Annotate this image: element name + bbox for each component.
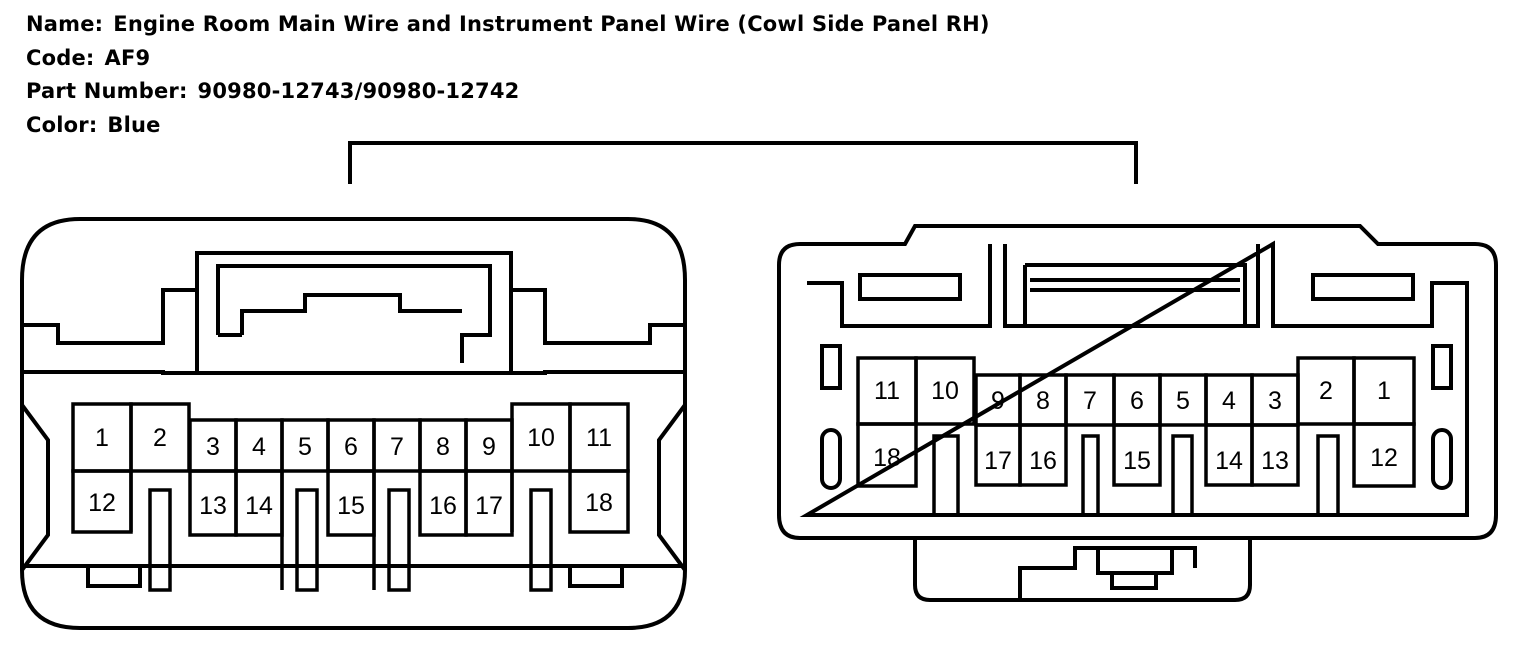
right-pin-cells (856, 356, 1416, 517)
left-ledge-left (22, 288, 197, 345)
left-side-slot-left (20, 403, 50, 572)
left-pin-label: 8 (436, 433, 450, 461)
left-pin-label: 7 (390, 433, 404, 461)
left-pin-label: 5 (298, 433, 312, 461)
right-side-slot-right (1431, 344, 1453, 390)
color-row: Color: Blue (26, 109, 990, 143)
right-pin-label: 11 (874, 377, 900, 405)
right-pin-label: 6 (1130, 387, 1144, 415)
right-pin-label: 10 (931, 377, 959, 405)
right-inner-frame (799, 240, 1469, 517)
right-pin-label: 2 (1319, 377, 1333, 405)
right-latch-bar (1023, 263, 1247, 326)
left-pin-label: 1 (95, 424, 109, 452)
right-window-left (858, 273, 962, 301)
left-pin-label: 3 (206, 433, 220, 461)
right-pin-label: 9 (991, 387, 1005, 415)
left-pin-label: 9 (482, 433, 496, 461)
right-pin-label: 7 (1083, 387, 1097, 415)
left-cavity (22, 370, 685, 375)
right-connector-outline (777, 224, 1498, 540)
code-row: Code: AF9 (26, 42, 990, 76)
left-pin-label: 14 (245, 492, 273, 520)
left-pin-labels: 1 2 3 4 5 6 7 8 9 10 11 12 13 14 15 16 1… (88, 424, 613, 520)
left-pin-label: 15 (337, 492, 365, 520)
name-row: Name: Engine Room Main Wire and Instrumen… (26, 8, 990, 42)
right-pin-label: 14 (1215, 447, 1243, 475)
left-pin-label: 6 (344, 433, 358, 461)
left-pin-label: 10 (527, 424, 555, 452)
right-oval-right (1431, 428, 1453, 490)
left-bottom-rails (86, 566, 624, 588)
left-side-slot-right (657, 403, 687, 572)
name-value: Engine Room Main Wire and Instrument Pan… (113, 12, 990, 36)
right-pin-label: 16 (1029, 447, 1057, 475)
left-pin-label: 17 (475, 492, 503, 520)
right-pin-label: 12 (1370, 444, 1398, 472)
part-number-row: Part Number: 90980-12743/90980-12742 (26, 75, 990, 109)
right-oval-left (820, 428, 842, 490)
left-pin-label: 4 (252, 433, 266, 461)
left-pin-label: 2 (153, 424, 167, 452)
left-pin-label: 11 (586, 424, 612, 452)
right-pin-label: 3 (1268, 387, 1282, 415)
color-value: Blue (107, 112, 161, 137)
left-ledge-right (511, 288, 685, 345)
left-pin-label: 16 (429, 492, 457, 520)
right-pin-label: 5 (1176, 387, 1190, 415)
name-label: Name: (26, 12, 104, 36)
right-connector: 11 10 9 8 7 6 5 4 3 2 1 18 17 16 15 14 1… (777, 224, 1498, 602)
code-label: Code: (26, 45, 95, 70)
left-pin-label: 12 (88, 489, 116, 517)
right-foot-latch (1018, 546, 1197, 600)
pairing-bracket (348, 141, 1138, 184)
right-pin-label: 13 (1261, 447, 1289, 475)
left-connector: 1 2 3 4 5 6 7 8 9 10 11 12 13 14 15 16 1… (20, 217, 687, 630)
right-pin-label: 17 (984, 447, 1012, 475)
right-foot (913, 538, 1252, 602)
right-pin-labels: 11 10 9 8 7 6 5 4 3 2 1 18 17 16 15 14 1… (873, 377, 1398, 475)
right-pin-label: 18 (873, 444, 901, 472)
left-pin-cells (71, 402, 630, 592)
part-number-value: 90980-12743/90980-12742 (197, 79, 520, 103)
left-latch-tab (240, 293, 462, 335)
right-pin-label: 1 (1377, 377, 1391, 405)
part-number-label: Part Number: (26, 79, 188, 103)
right-window-right (1311, 273, 1415, 301)
left-pin-label: 18 (585, 489, 613, 517)
left-connector-outline (20, 217, 687, 630)
right-pin-label: 15 (1123, 447, 1151, 475)
left-latch-inner (216, 264, 492, 363)
right-pin-label: 8 (1036, 387, 1050, 415)
right-side-slot-left (820, 344, 842, 390)
connector-header: Name: Engine Room Main Wire and Instrumen… (26, 8, 990, 142)
left-pin-label: 13 (199, 492, 227, 520)
left-latch-outer (195, 251, 513, 373)
code-value: AF9 (104, 45, 151, 70)
color-label: Color: (26, 112, 98, 137)
right-pin-label: 4 (1222, 387, 1236, 415)
